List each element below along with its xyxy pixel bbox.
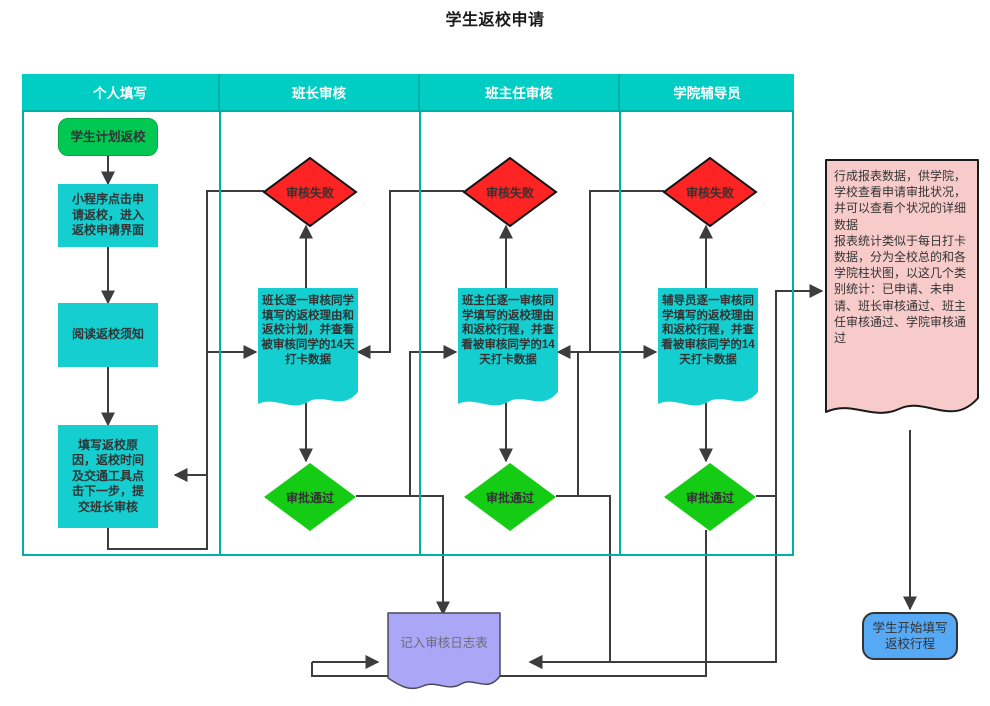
label-monitor-review: 班长逐一审核同学 填写的返校理由和 返校计划，并查看 被审核同学的14天 打卡数… bbox=[261, 295, 355, 366]
diamond-monitor-fail[interactable] bbox=[262, 156, 358, 228]
doc-report[interactable] bbox=[825, 159, 979, 414]
doc-monitor-review[interactable] bbox=[258, 288, 358, 406]
swimlane-divider-1 bbox=[219, 112, 221, 556]
decision-shapes bbox=[262, 156, 758, 531]
node-fill-form[interactable]: 填写返校原 因，返校时间 及交通工具点 击下一步，提 交班长审核 bbox=[58, 425, 158, 528]
diamond-teacher-fail[interactable] bbox=[462, 156, 558, 228]
diamond-counselor-pass[interactable] bbox=[664, 463, 756, 531]
label-counselor-review: 辅导员逐一审核同 学填写的返校理由 和返校行程，并查 看被审核同学的14 天打卡… bbox=[661, 295, 755, 366]
label-log: 记入审核日志表 bbox=[400, 636, 488, 650]
swimlane-header-personal[interactable]: 个人填写 bbox=[22, 74, 220, 112]
connector-group bbox=[101, 156, 917, 677]
label-report: 行成报表数据，供学院， 学校查看申请审批状况， 并可以查看个状况的详细 数据 报… bbox=[834, 169, 967, 345]
edge-teacher-pass-to-counselor-review bbox=[556, 345, 658, 497]
node-open-app[interactable]: 小程序点击申 请返校，进入 返校申请界面 bbox=[58, 184, 158, 247]
swimlane-header-counselor[interactable]: 学院辅导员 bbox=[620, 74, 794, 112]
edge-monitor-pass-to-teacher-review bbox=[356, 345, 458, 497]
diamond-monitor-pass[interactable] bbox=[264, 463, 356, 531]
swimlane-divider-2 bbox=[419, 112, 421, 556]
diamond-teacher-pass[interactable] bbox=[464, 463, 556, 531]
edge-counselor-fail-to-teacher-review bbox=[556, 190, 664, 359]
doc-log[interactable] bbox=[387, 612, 501, 690]
edge-counselor-pass-rail bbox=[311, 530, 707, 677]
label-teacher-review: 班主任逐一审核同 学填写的返校理由 和返校行程，并查 看被审核同学的14 天打卡… bbox=[461, 295, 555, 366]
edge-monitor-fail-to-fillform bbox=[173, 190, 264, 482]
edge-teacher-fail-to-monitor-review bbox=[356, 190, 464, 359]
node-start[interactable]: 学生计划返校 bbox=[58, 118, 158, 156]
doc-counselor-review[interactable] bbox=[658, 288, 758, 406]
node-end[interactable]: 学生开始填写 返校行程 bbox=[862, 612, 958, 660]
node-read-notice[interactable]: 阅读返校须知 bbox=[58, 303, 158, 367]
edge-counselor-right-to-log bbox=[528, 495, 777, 669]
diamond-counselor-fail[interactable] bbox=[662, 156, 758, 228]
swimlane-divider-3 bbox=[619, 112, 621, 556]
page-title: 学生返校申请 bbox=[445, 12, 545, 29]
swimlane-header-teacher[interactable]: 班主任审核 bbox=[420, 74, 620, 112]
doc-teacher-review[interactable] bbox=[458, 288, 558, 406]
swimlane-header-monitor[interactable]: 班长审核 bbox=[220, 74, 420, 112]
edge-fillform-to-monitor-review bbox=[107, 345, 258, 550]
document-shapes bbox=[258, 159, 979, 690]
